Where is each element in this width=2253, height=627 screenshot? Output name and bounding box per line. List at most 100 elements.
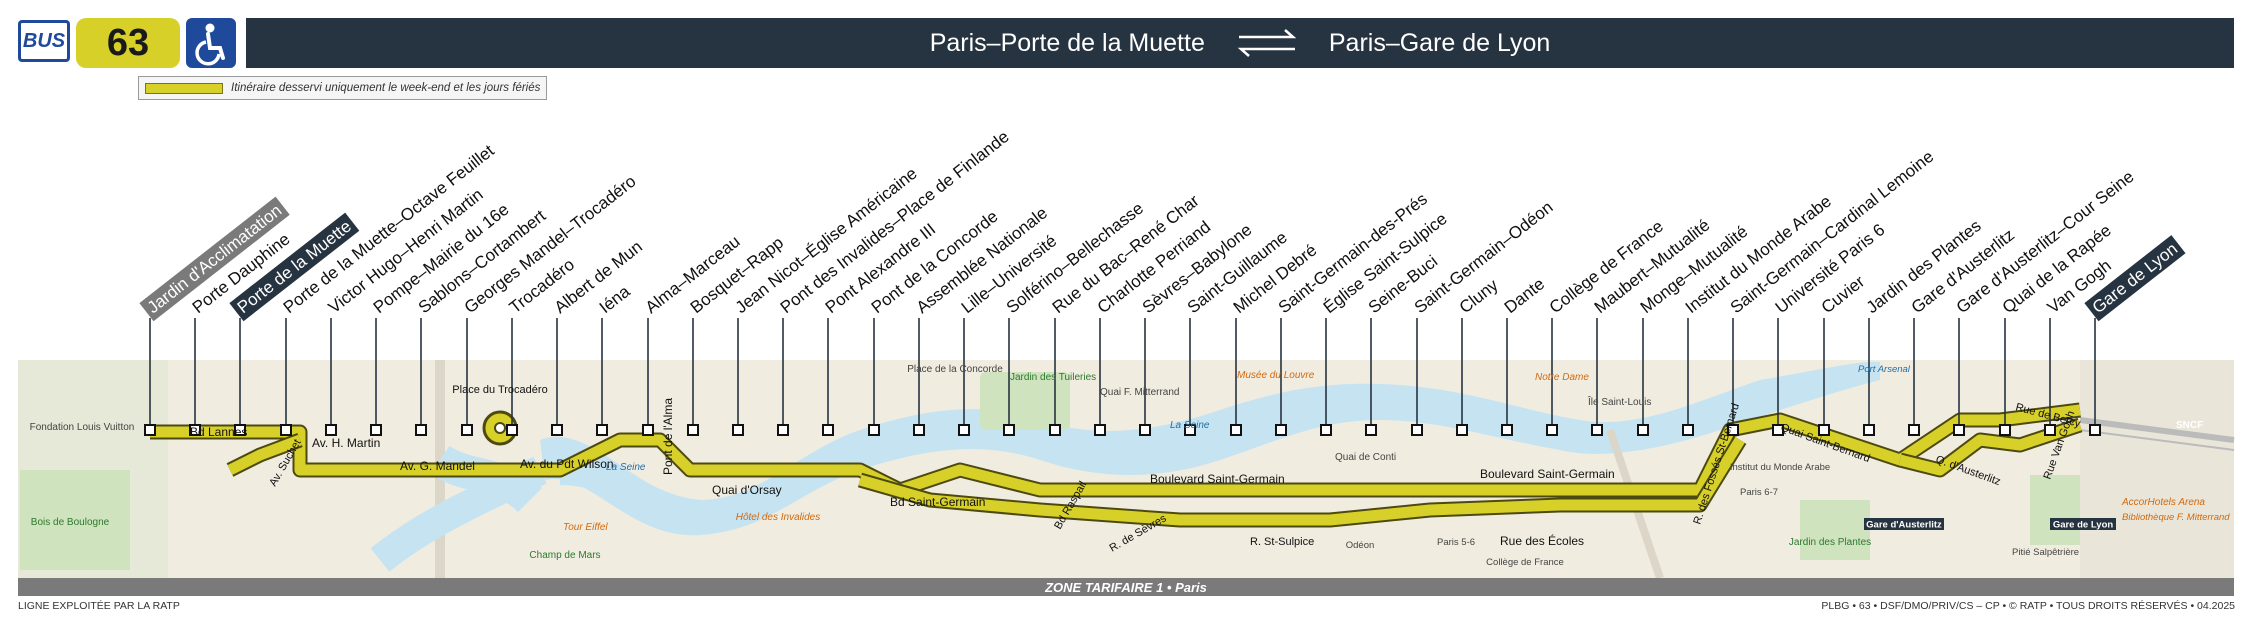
fare-zone-label: ZONE TARIFAIRE 1 • Paris bbox=[1045, 579, 1207, 595]
stop-marker-7 bbox=[461, 424, 473, 436]
stop-marker-42 bbox=[2044, 424, 2056, 436]
trocadero-center bbox=[494, 422, 506, 434]
label-fondation: Fondation Louis Vuitton bbox=[30, 422, 135, 433]
label-quai-f-mitterrand: Quai F. Mitterrand bbox=[1100, 387, 1179, 398]
stop-marker-38 bbox=[1863, 424, 1875, 436]
header: BUS 63 Paris–Porte de la Muette Paris–Ga… bbox=[0, 0, 2253, 75]
label-sncf: SNCF bbox=[2176, 420, 2203, 431]
stop-marker-8 bbox=[506, 424, 518, 436]
footer-copyright: PLBG • 63 • DSF/DMO/PRIV/CS – CP • © RAT… bbox=[1821, 600, 2235, 612]
route-title-bar: Paris–Porte de la Muette Paris–Gare de L… bbox=[246, 18, 2234, 68]
label-av-h-martin: Av. H. Martin bbox=[312, 436, 380, 450]
gare-lyon-box: Gare de Lyon bbox=[2050, 518, 2116, 531]
stop-marker-9 bbox=[551, 424, 563, 436]
bus-mode-label: BUS bbox=[22, 29, 66, 52]
stop-marker-16 bbox=[868, 424, 880, 436]
stop-marker-13 bbox=[732, 424, 744, 436]
stop-marker-0 bbox=[144, 424, 156, 436]
label-notre-dame: Notre Dame bbox=[1535, 372, 1589, 383]
route-line-2 bbox=[1898, 419, 2082, 476]
stop-marker-34 bbox=[1682, 424, 1694, 436]
label-accor-arena: AccorHotels Arena bbox=[2121, 497, 2205, 508]
stop-marker-36 bbox=[1772, 424, 1784, 436]
label-jardin-plantes: Jardin des Plantes bbox=[1789, 537, 1871, 548]
stop-marker-14 bbox=[777, 424, 789, 436]
label-place-concorde: Place de la Concorde bbox=[907, 364, 1003, 375]
gare-austerlitz-box: Gare d'Austerlitz bbox=[1864, 518, 1944, 531]
stop-marker-41 bbox=[1999, 424, 2011, 436]
label-musee-louvre: Musée du Louvre bbox=[1237, 370, 1315, 381]
stop-marker-32 bbox=[1591, 424, 1603, 436]
stop-marker-12 bbox=[687, 424, 699, 436]
stop-marker-11 bbox=[642, 424, 654, 436]
stop-marker-28 bbox=[1411, 424, 1423, 436]
stop-marker-43 bbox=[2089, 424, 2101, 436]
label-hotel-invalides: Hôtel des Invalides bbox=[736, 512, 821, 523]
stop-marker-31 bbox=[1546, 424, 1558, 436]
label-bd-st-germain-1: Bd Saint-Germain bbox=[890, 495, 985, 509]
label-tour-eiffel: Tour Eiffel bbox=[563, 522, 608, 533]
bus-mode-logo: BUS bbox=[18, 20, 70, 62]
label-quai-conti: Quai de Conti bbox=[1335, 452, 1396, 463]
stop-marker-35 bbox=[1727, 424, 1739, 436]
legend-swatch bbox=[145, 82, 223, 94]
label-av-pdt-wilson: Av. du Pdt Wilson bbox=[520, 457, 614, 471]
fare-zone-bar: ZONE TARIFAIRE 1 • Paris bbox=[18, 578, 2234, 596]
stop-marker-4 bbox=[325, 424, 337, 436]
terminus-from: Paris–Porte de la Muette bbox=[929, 28, 1205, 57]
stop-marker-24 bbox=[1230, 424, 1242, 436]
stop-marker-5 bbox=[370, 424, 382, 436]
label-av-g-mandel: Av. G. Mandel bbox=[400, 459, 475, 473]
stop-marker-20 bbox=[1049, 424, 1061, 436]
footer-operator: LIGNE EXPLOITÉE PAR LA RATP bbox=[18, 600, 180, 612]
label-seine-2: La Seine bbox=[1170, 420, 1210, 431]
legend: Itinéraire desservi uniquement le week-e… bbox=[138, 76, 548, 100]
label-rue-des-ecoles: Rue des Écoles bbox=[1500, 533, 1584, 548]
stop-marker-2 bbox=[234, 424, 246, 436]
stop-label-30: Dante bbox=[1501, 274, 1548, 317]
stop-marker-29 bbox=[1456, 424, 1468, 436]
label-bibliotheque: Bibliothèque F. Mitterrand bbox=[2122, 512, 2230, 523]
label-quai-orsay: Quai d'Orsay bbox=[712, 483, 782, 497]
gare-lyon-box-label: Gare de Lyon bbox=[2053, 520, 2114, 531]
label-port-arsenal: Port Arsenal bbox=[1858, 364, 1911, 375]
label-odeon: Odéon bbox=[1346, 540, 1375, 551]
gare-austerlitz-box-label: Gare d'Austerlitz bbox=[1866, 520, 1942, 531]
stop-marker-27 bbox=[1365, 424, 1377, 436]
stop-marker-6 bbox=[415, 424, 427, 436]
stop-label-box-43 bbox=[2084, 235, 2186, 322]
label-seine-1: La Seine bbox=[606, 462, 646, 473]
stop-marker-33 bbox=[1637, 424, 1649, 436]
label-pitie: Pitié Salpêtrière bbox=[2012, 547, 2079, 558]
stop-label-10: Iéna bbox=[596, 281, 634, 317]
label-paris-67: Paris 6-7 bbox=[1740, 487, 1778, 498]
stop-marker-19 bbox=[1003, 424, 1015, 436]
route-line-0 bbox=[150, 404, 2081, 496]
route-line-1 bbox=[858, 437, 1745, 526]
stop-marker-1 bbox=[189, 424, 201, 436]
label-ile-st-louis: Île Saint-Louis bbox=[1587, 395, 1651, 408]
stop-marker-30 bbox=[1501, 424, 1513, 436]
label-bd-lannes: Bd Lannes bbox=[190, 425, 247, 439]
stop-marker-40 bbox=[1953, 424, 1965, 436]
label-bois: Bois de Boulogne bbox=[31, 517, 110, 528]
stop-marker-3 bbox=[280, 424, 292, 436]
stop-marker-37 bbox=[1818, 424, 1830, 436]
stop-label-box-0 bbox=[139, 196, 290, 322]
label-institut-monde-arabe: Institut du Monde Arabe bbox=[1730, 462, 1830, 473]
stop-marker-39 bbox=[1908, 424, 1920, 436]
label-paris-56: Paris 5-6 bbox=[1437, 537, 1475, 548]
stop-marker-23 bbox=[1184, 424, 1196, 436]
legend-text: Itinéraire desservi uniquement le week-e… bbox=[231, 82, 541, 94]
bidirectional-arrow-icon bbox=[1237, 29, 1297, 57]
label-bd-st-germain-3: Boulevard Saint-Germain bbox=[1480, 467, 1615, 481]
stop-30: Dante bbox=[1501, 274, 1548, 317]
stop-marker-10 bbox=[596, 424, 608, 436]
wheelchair-icon bbox=[186, 18, 236, 68]
stop-marker-18 bbox=[958, 424, 970, 436]
stop-marker-22 bbox=[1139, 424, 1151, 436]
label-place-trocadero: Place du Trocadéro bbox=[452, 384, 547, 396]
stop-marker-26 bbox=[1320, 424, 1332, 436]
label-college-france: Collège de France bbox=[1486, 557, 1564, 568]
